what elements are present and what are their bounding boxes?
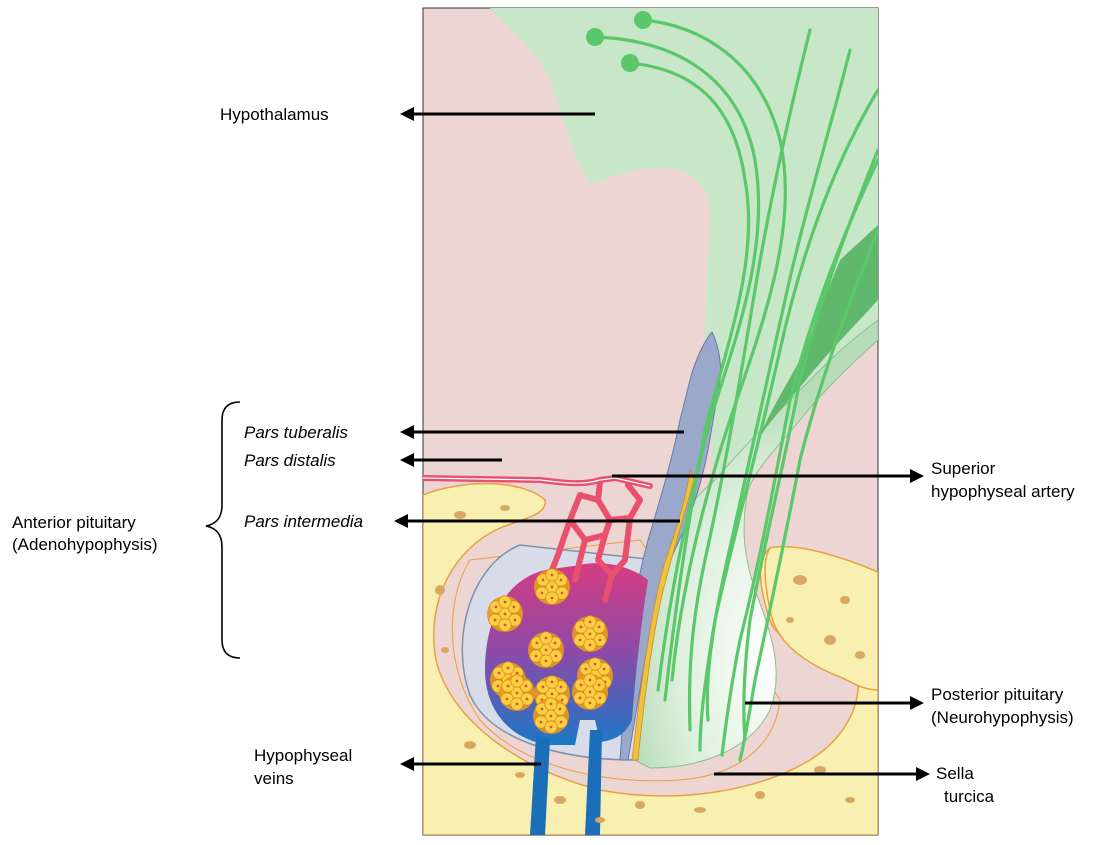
cell-cluster [499, 675, 535, 711]
label-adenohypophysis: (Adenohypophysis) [12, 535, 158, 554]
neuron-cell-body [586, 28, 604, 46]
arrowhead [400, 425, 414, 439]
label-pars-tuberalis: Pars tuberalis [244, 423, 348, 442]
cell-cluster [528, 632, 564, 668]
neuron-cell-body [621, 54, 639, 72]
label-hypothalamus: Hypothalamus [220, 105, 329, 124]
neuron-cell-body [634, 11, 652, 29]
arrowhead [400, 757, 414, 771]
arrowhead [400, 453, 414, 467]
label-neurohypophysis: (Neurohypophysis) [931, 708, 1074, 727]
label-anterior-pituitary: Anterior pituitary [12, 513, 136, 532]
label-superior-artery-2: hypophyseal artery [931, 482, 1075, 501]
label-pars-intermedia: Pars intermedia [244, 512, 363, 531]
anterior-pituitary-brace [206, 402, 240, 658]
cell-cluster [572, 616, 608, 652]
arrowhead [910, 469, 924, 483]
label-superior-artery-1: Superior [931, 459, 996, 478]
cell-cluster [487, 596, 523, 632]
label-sella: Sella [936, 764, 974, 783]
label-hypophyseal: Hypophyseal [254, 746, 352, 765]
arrowhead [394, 514, 408, 528]
label-turcica: turcica [944, 787, 995, 806]
label-veins: veins [254, 769, 294, 788]
arrowhead [400, 107, 414, 121]
cell-cluster [572, 674, 608, 710]
cell-cluster [533, 698, 569, 734]
cell-cluster [534, 569, 570, 605]
label-posterior-pituitary: Posterior pituitary [931, 685, 1064, 704]
label-pars-distalis: Pars distalis [244, 451, 336, 470]
arrowhead [916, 767, 930, 781]
arrowhead [910, 696, 924, 710]
